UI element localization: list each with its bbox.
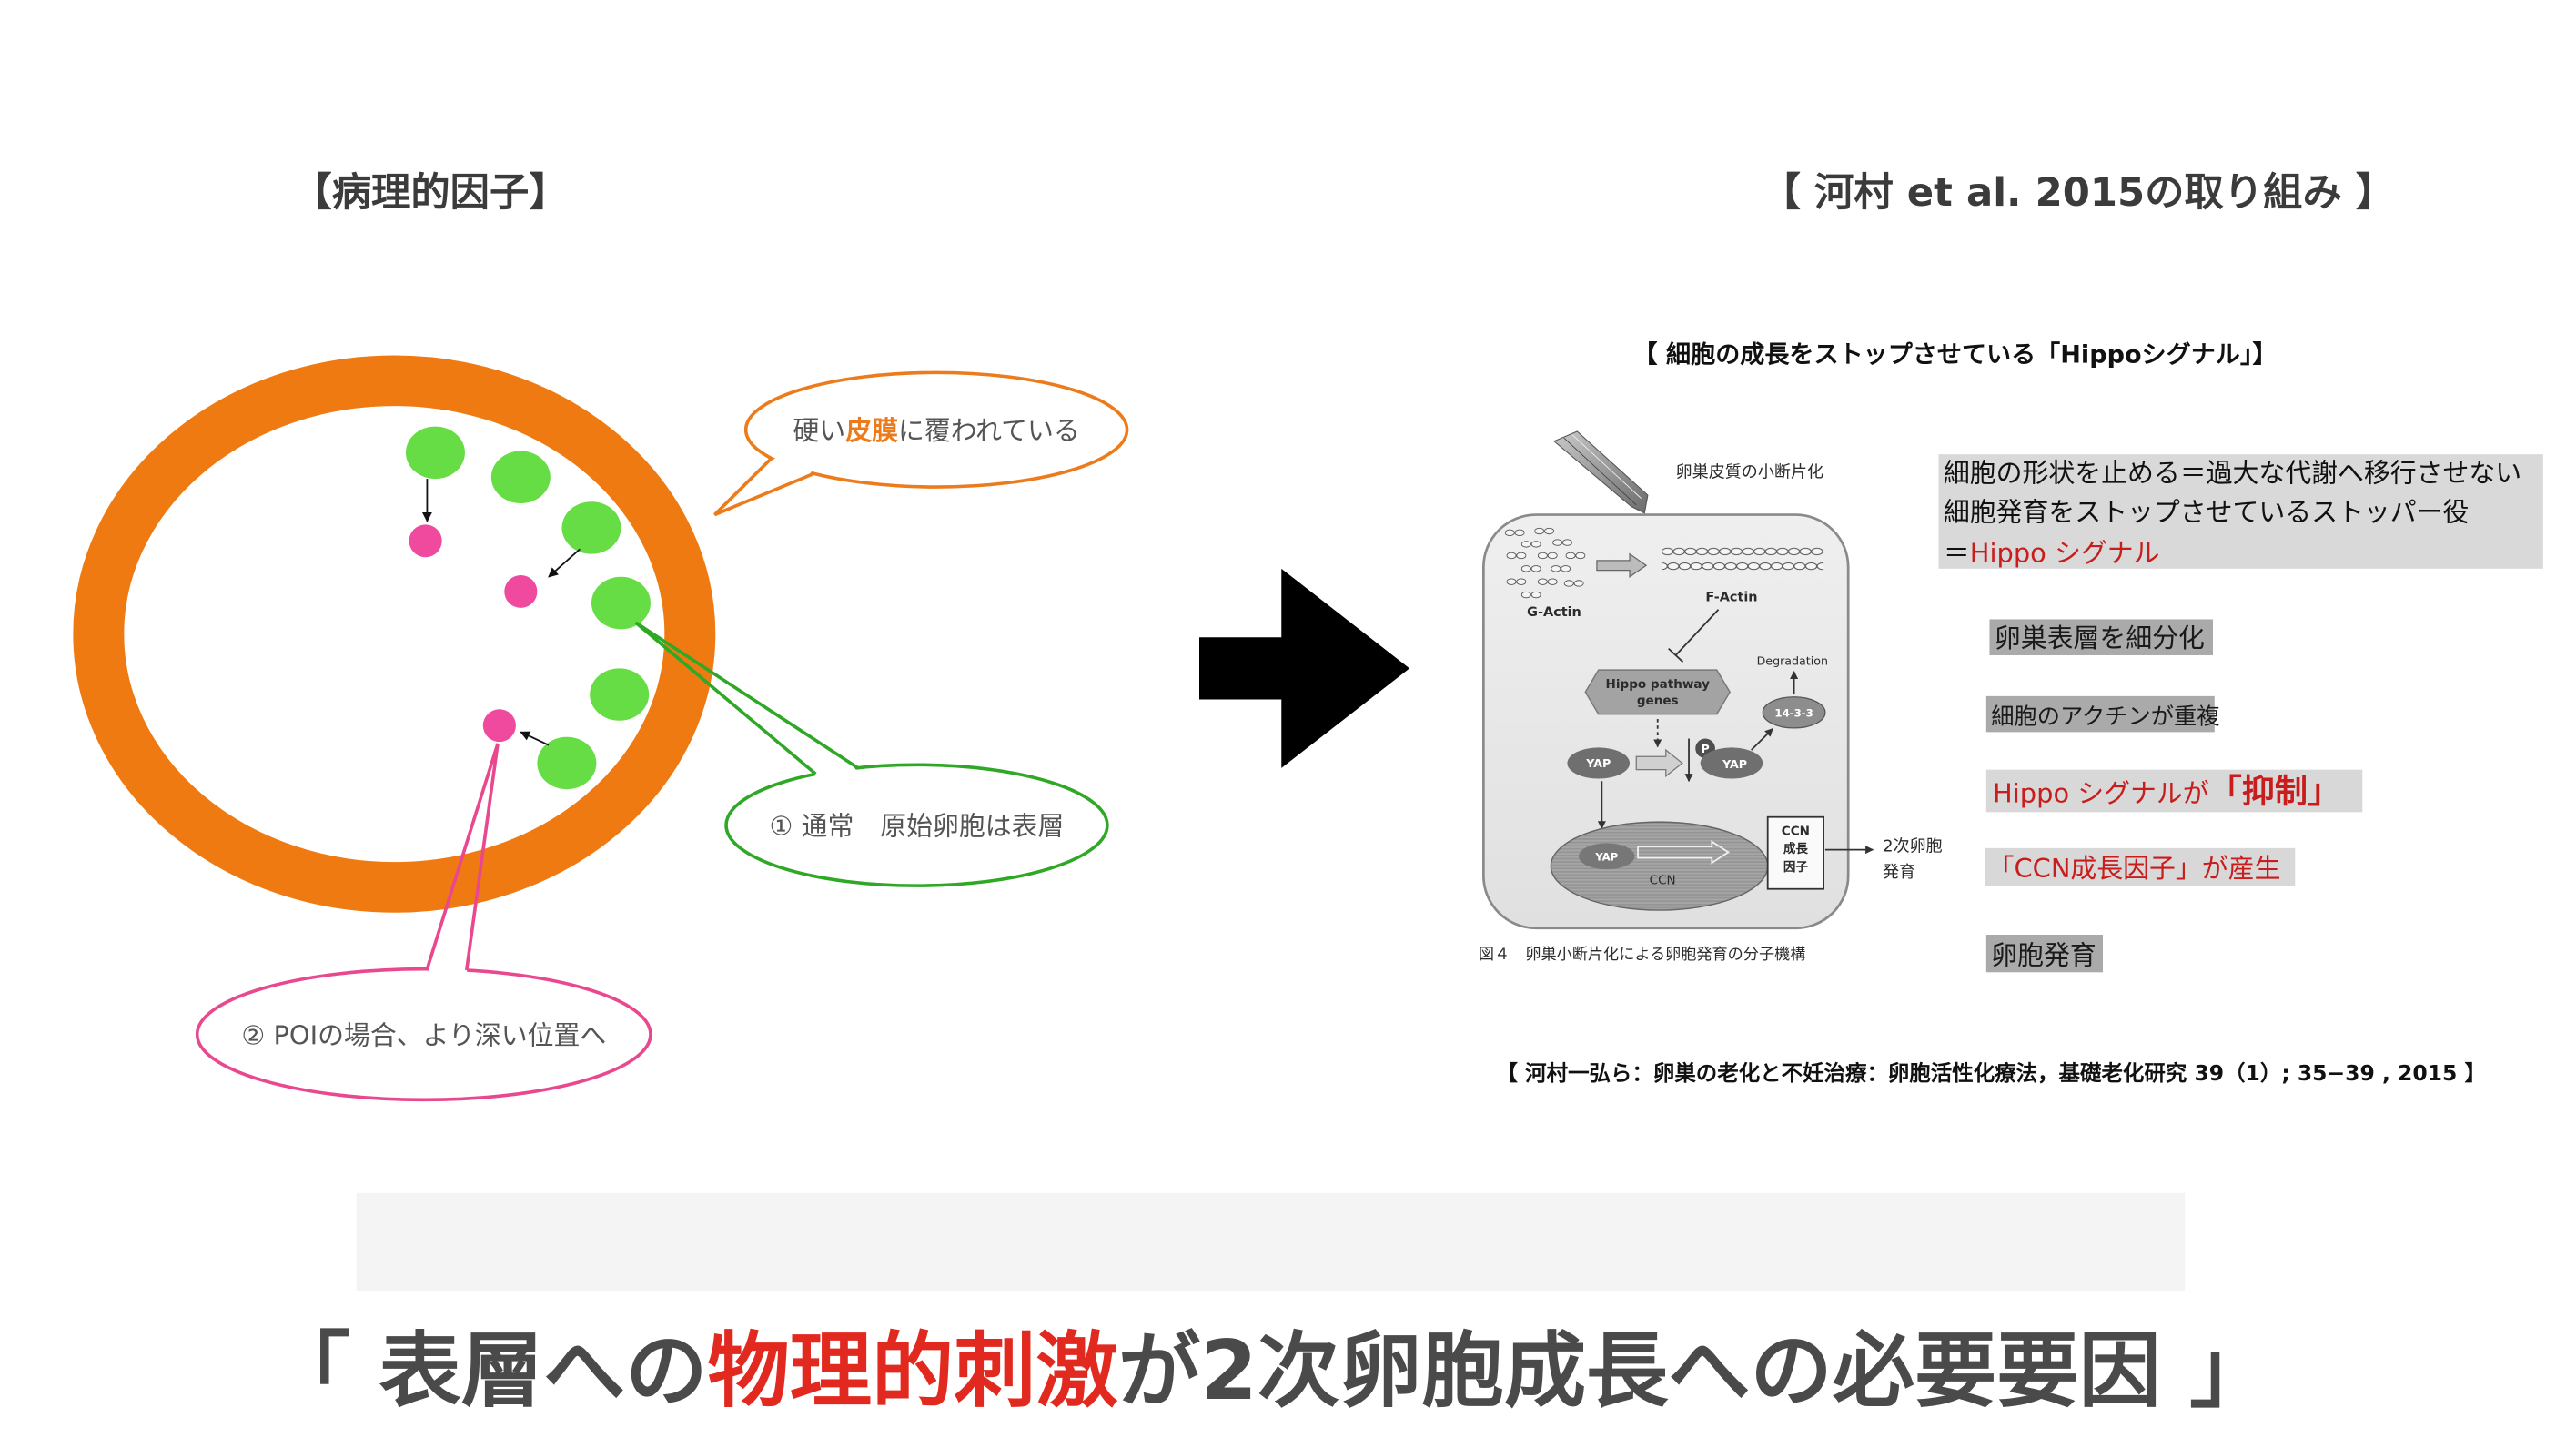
hippo-genes-label: genes (1637, 694, 1679, 708)
hippo-mechanism-figure: 卵巣皮質の小断片化 G-Actin F-Actin Hippo pathway … (1479, 430, 1943, 964)
ovary-cortex-ring (73, 355, 716, 913)
step-label: 卵胞発育 (1991, 939, 2096, 970)
hippo-genes-hexagon (1584, 669, 1732, 715)
fragmentation-label: 卵巣皮質の小断片化 (1676, 462, 1823, 481)
ccn-box-label: 因子 (1783, 860, 1809, 875)
callout-text: ② POIの場合、より深い位置へ (241, 1019, 606, 1050)
explanation-box (1938, 454, 2543, 569)
deep-follicle (482, 709, 516, 743)
explanation-line: ＝Hippo シグナル (1944, 538, 2160, 569)
f-actin-label: F-Actin (1705, 591, 1757, 605)
step-text: Hippo シグナルが (1993, 778, 2209, 809)
callout-text-pre: 硬い (793, 415, 845, 446)
scalpel-icon (1552, 430, 1649, 514)
yap-label: YAP (1722, 757, 1747, 771)
primordial-follicle (590, 668, 650, 721)
callout-text: ① 通常 原始卵胞は表層 (770, 811, 1065, 842)
migration-arrow (548, 548, 581, 578)
callout-tail (425, 743, 500, 971)
callout-tail-mask (429, 962, 468, 977)
ccn-box-label: 成長 (1783, 841, 1809, 856)
step-emphasis: 「抑制」 (2209, 774, 2340, 811)
outcome-label: 発育 (1883, 863, 1915, 882)
callout-tail-mask (810, 764, 860, 780)
ccn-gene-label: CCN (1650, 873, 1676, 887)
explanation-line: 細胞発育をストップさせているストッパー役 (1944, 497, 2470, 528)
step-label: 「CCN成長因子」が産生 (1988, 853, 2281, 884)
deep-follicle (504, 575, 538, 608)
follicle-diagram: 硬い皮膜に覆われている ① 通常 原始卵胞は表層 ② POIの場合、より深い位置… (73, 355, 1129, 1102)
yap-phosphorylated (1700, 747, 1763, 779)
poi-callout: ② POIの場合、より深い位置へ (195, 743, 652, 1102)
primordial-follicle (591, 576, 651, 630)
arrow-right-icon (1199, 568, 1410, 768)
yap-nuclear (1579, 843, 1635, 870)
deep-follicle (409, 524, 442, 558)
step-label: Hippo シグナルが「抑制」 (1993, 774, 2340, 811)
callout-text-emphasis: 皮膜 (845, 415, 898, 446)
callout-bubble (724, 763, 1109, 887)
callout-text-post: に覆われている (898, 415, 1080, 446)
hippo-section-header: 【 細胞の成長をストップさせている「Hippoシグナル」】 (1633, 340, 2278, 370)
callout-tail (634, 621, 859, 775)
conclusion-post: が2次卵胞成長への必要要因 」 (1118, 1323, 2272, 1419)
transcription-arrow (1637, 840, 1731, 865)
conclusion-emphasis: 物理的刺激 (707, 1323, 1117, 1419)
outcome-label: 2次卵胞 (1883, 836, 1943, 856)
scalpel-hatch (1571, 434, 1642, 499)
protein-14-3-3 (1762, 696, 1826, 729)
binding-arrow (1751, 728, 1773, 751)
mechanism-steps: 卵巣表層を細分化 細胞のアクチンが重複 Hippo シグナルが「抑制」 「CCN… (1985, 619, 2363, 973)
right-section-title: 【 河村 et al. 2015の取り組み 】 (1762, 170, 2396, 216)
yap-protein (1567, 747, 1631, 779)
yap-label: YAP (1585, 756, 1611, 770)
ccn-growth-factor-box (1766, 815, 1824, 890)
callout-bubble (195, 967, 652, 1102)
callout-tail (713, 457, 815, 517)
nucleus (1550, 821, 1769, 911)
f-actin-filament (1662, 541, 1824, 571)
capsule-callout: 硬い皮膜に覆われている (713, 370, 1129, 517)
conclusion-band (356, 1192, 2186, 1291)
callout-tail-mask (766, 455, 817, 477)
primordial-follicle (490, 451, 551, 503)
polymerization-arrow (1596, 552, 1648, 579)
degradation-label: Degradation (1757, 654, 1828, 668)
left-section-title: 【病理的因子】 (292, 170, 568, 216)
g-actin-label: G-Actin (1527, 605, 1581, 620)
protein-14-3-3-label: 14-3-3 (1774, 706, 1813, 719)
conclusion-text: 「 表層への物理的刺激が2次卵胞成長への必要要因 」 (268, 1323, 2272, 1419)
normal-callout: ① 通常 原始卵胞は表層 (634, 621, 1109, 887)
step-label: 細胞のアクチンが重複 (1991, 703, 2219, 729)
explanation-line: 細胞の形状を止める＝過大な代謝へ移行させない (1944, 458, 2521, 489)
ccn-box-label: CCN (1782, 825, 1810, 839)
callout-bubble (743, 370, 1129, 489)
cell-outline (1481, 513, 1850, 930)
step-background (1989, 619, 2213, 655)
step-background (1985, 935, 2104, 973)
step-background (1985, 769, 2363, 813)
explanation-highlight: Hippo シグナル (1970, 538, 2160, 569)
primordial-follicle (405, 426, 465, 480)
scalpel-hatch (1563, 437, 1637, 506)
inhibition-line (1674, 609, 1720, 656)
phosphorylation-arrow (1635, 748, 1683, 778)
explanation-prefix: ＝ (1944, 538, 1970, 569)
phosphate-label: P (1701, 742, 1709, 755)
migration-arrow (520, 731, 550, 746)
hippo-explanation: 細胞の形状を止める＝過大な代謝へ移行させない 細胞発育をストップさせているストッ… (1938, 454, 2543, 569)
conclusion-pre: 「 表層への (268, 1323, 708, 1419)
figure-caption: 図４ 卵巣小断片化による卵胞発育の分子機構 (1479, 946, 1805, 964)
primordial-follicle (537, 736, 597, 790)
hippo-genes-label: Hippo pathway (1606, 677, 1711, 692)
primordial-follicle (561, 501, 621, 554)
step-background (1985, 695, 2215, 733)
yap-label: YAP (1594, 850, 1618, 863)
step-label: 卵巣表層を細分化 (1995, 623, 2205, 653)
callout-text: 硬い皮膜に覆われている (793, 415, 1079, 446)
citation: 【 河村一弘ら：卵巣の老化と不妊治療：卵胞活性化療法，基礎老化研究 39（1）;… (1497, 1060, 2486, 1086)
step-background (1985, 847, 2296, 886)
inhibition-bar (1668, 647, 1684, 663)
